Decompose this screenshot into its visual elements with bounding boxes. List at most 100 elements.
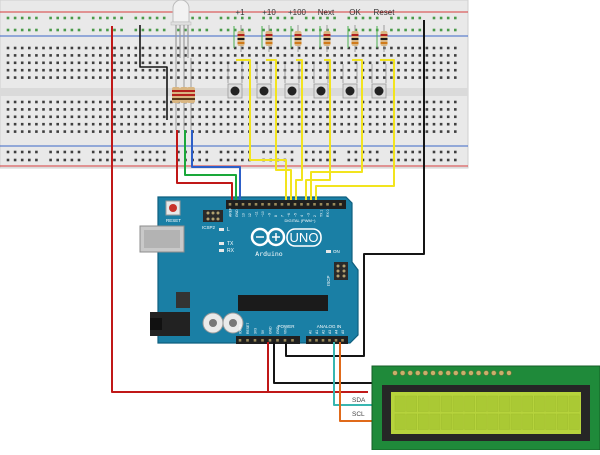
wire-button-next: [305, 59, 331, 200]
breadboard-hole: [226, 122, 230, 126]
breadboard-hole: [70, 46, 74, 50]
digital-header-pins: [228, 203, 342, 206]
reset-button-cap[interactable]: [169, 204, 177, 212]
breadboard-hole: [354, 76, 358, 79]
breadboard-hole: [326, 115, 329, 119]
breadboard-hole: [226, 108, 230, 111]
rail-hole: [155, 150, 159, 154]
rail-hole: [141, 16, 145, 20]
rail-hole: [432, 158, 436, 162]
breadboard-hole: [418, 115, 422, 119]
wire-led-blue: [191, 130, 241, 200]
breadboard-hole: [42, 115, 45, 119]
rail-hole: [241, 16, 244, 20]
breadboard-hole: [35, 54, 38, 57]
breadboard-hole: [120, 100, 123, 104]
power-jack-inner: [150, 318, 162, 330]
breadboard-hole: [141, 100, 145, 104]
breadboard-hole: [155, 130, 159, 133]
breadboard-hole: [432, 130, 436, 133]
breadboard-hole: [319, 61, 322, 65]
analog-pin: [315, 339, 318, 342]
rail-hole: [191, 16, 194, 20]
breadboard-hole: [418, 100, 422, 104]
breadboard-hole: [6, 108, 10, 111]
push-button-plus-10[interactable]: [256, 64, 272, 99]
breadboard-hole: [212, 130, 216, 133]
breadboard-hole: [297, 130, 301, 133]
breadboard-hole: [347, 130, 351, 133]
breadboard-hole: [397, 100, 400, 104]
breadboard-hole: [91, 46, 95, 50]
breadboard-hole: [326, 54, 329, 57]
breadboard-hole: [418, 108, 422, 111]
breadboard-hole: [283, 46, 287, 50]
breadboard-hole: [6, 100, 10, 104]
rail-hole: [205, 150, 209, 154]
arduino-uno-board: RESET ICSP2 L TX RX: [139, 196, 359, 344]
breadboard-hole: [383, 54, 386, 57]
breadboard-hole: [113, 130, 116, 133]
lcd-pin: [437, 370, 444, 376]
breadboard-hole: [148, 115, 152, 119]
breadboard-hole: [56, 130, 59, 133]
breadboard-hole: [383, 100, 386, 104]
breadboard-hole: [20, 130, 24, 133]
rail-hole: [35, 150, 38, 154]
breadboard-hole: [212, 122, 216, 126]
rail-hole: [63, 16, 67, 20]
push-button-plus-1[interactable]: [227, 64, 243, 99]
rail-hole: [13, 28, 17, 32]
rail-hole: [368, 16, 372, 20]
rail-hole: [148, 28, 152, 32]
rail-hole: [162, 150, 166, 154]
lcd-pin: [475, 370, 482, 376]
push-button-ok[interactable]: [342, 64, 358, 99]
breadboard-hole: [219, 68, 223, 72]
breadboard-hole: [354, 68, 358, 72]
breadboard-hole: [35, 61, 38, 65]
breadboard-hole: [219, 54, 223, 57]
rail-hole: [446, 150, 450, 154]
push-button-plus-100[interactable]: [284, 64, 300, 99]
rail-hole: [454, 16, 457, 20]
push-button-next[interactable]: [313, 64, 329, 99]
rail-hole: [404, 16, 407, 20]
rail-hole: [162, 158, 166, 162]
breadboard-hole: [177, 122, 180, 126]
breadboard-hole: [233, 108, 237, 111]
breadboard-hole: [446, 61, 450, 65]
breadboard-hole: [20, 54, 24, 57]
breadboard-hole: [63, 115, 67, 119]
breadboard-hole: [340, 68, 343, 72]
led-rim: [170, 21, 192, 26]
digital-pin-label: ~10: [261, 211, 265, 217]
breadboard-hole: [20, 68, 24, 72]
rail-hole: [13, 16, 17, 20]
breadboard-hole: [262, 68, 265, 72]
breadboard-hole: [255, 68, 258, 72]
breadboard-hole: [84, 115, 88, 119]
breadboard-hole: [290, 108, 294, 111]
lcd-pin: [422, 370, 429, 376]
breadboard-hole: [56, 76, 59, 79]
breadboard-hole: [446, 68, 450, 72]
breadboard-hole: [198, 130, 201, 133]
breadboard-hole: [404, 76, 407, 79]
label-reset: Reset: [374, 8, 396, 17]
breadboard-hole: [127, 108, 130, 111]
rail-hole: [368, 158, 372, 162]
lcd-cell: [441, 413, 452, 430]
breadboard-hole: [13, 108, 17, 111]
breadboard-hole: [212, 100, 216, 104]
breadboard-hole: [454, 54, 457, 57]
rail-hole: [347, 158, 351, 162]
lcd-cell: [499, 413, 510, 430]
breadboard-hole: [411, 115, 414, 119]
breadboard-hole: [425, 61, 429, 65]
rail-hole: [141, 150, 145, 154]
push-button-reset[interactable]: [371, 64, 387, 99]
analog-header-pins: [308, 339, 344, 342]
breadboard-hole: [106, 54, 109, 57]
breadboard-hole: [297, 54, 301, 57]
